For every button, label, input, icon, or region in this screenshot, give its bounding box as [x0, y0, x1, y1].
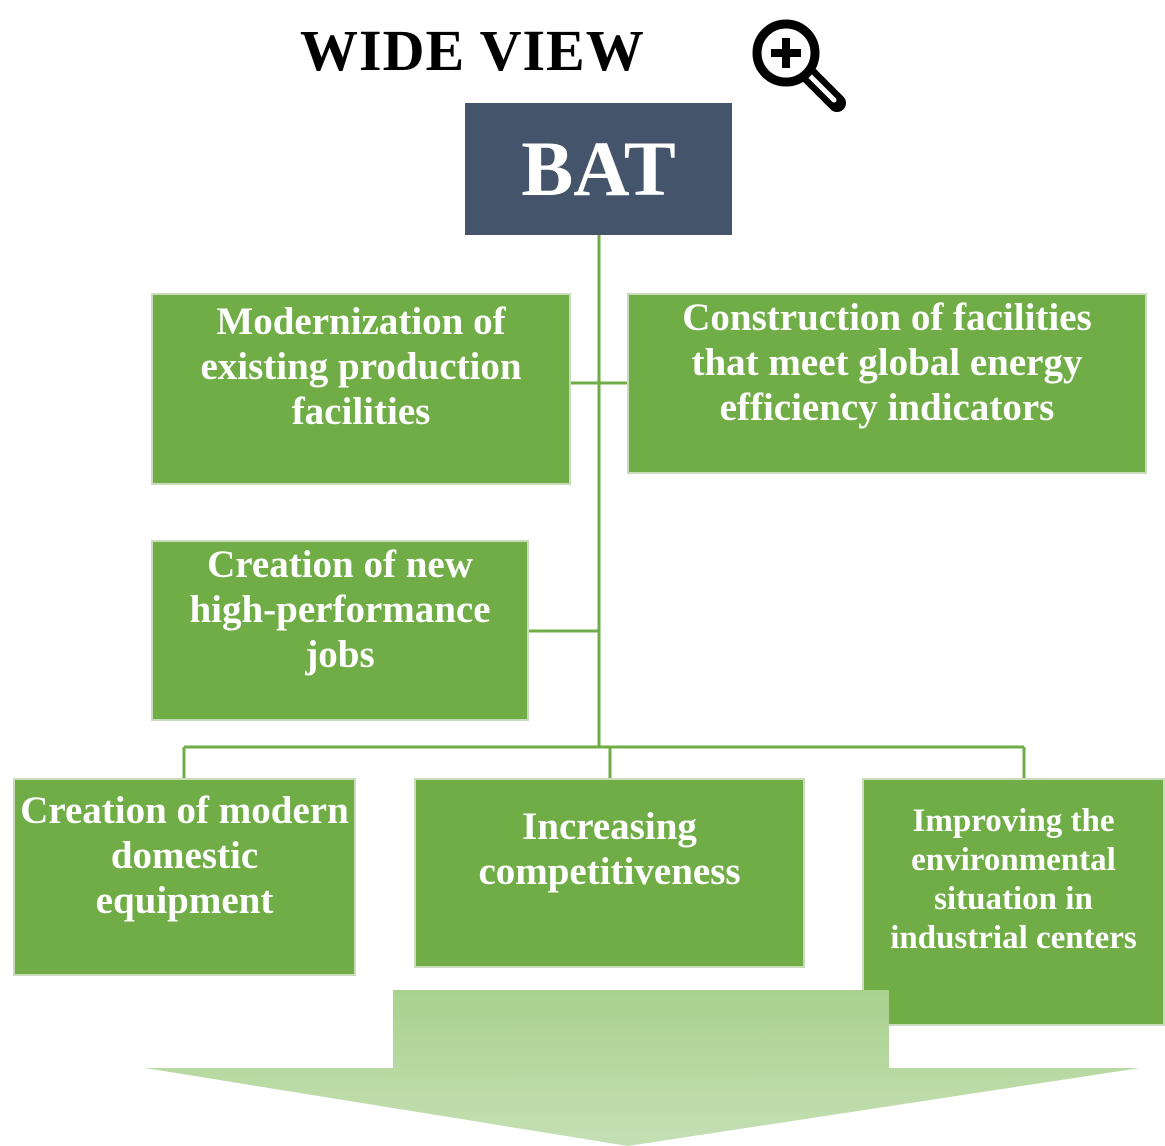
node-jobs: Creation of new high-performance jobs: [151, 540, 529, 721]
node-environment-label: Improving the environmental situation in…: [890, 803, 1137, 956]
node-modernization-label: Modernization of existing production fac…: [200, 300, 522, 433]
root-label: BAT: [521, 125, 676, 212]
node-modernization: Modernization of existing production fac…: [151, 293, 571, 485]
node-environment: Improving the environmental situation in…: [862, 778, 1165, 1026]
node-competitiveness: Increasing competitiveness: [414, 778, 805, 968]
down-arrow-shape: [145, 990, 1140, 1146]
node-construction: Construction of facilities that meet glo…: [627, 293, 1147, 474]
zoom-in-icon[interactable]: [737, 5, 857, 113]
node-equipment: Creation of modern domestic equipment: [13, 778, 356, 976]
root-node: BAT: [465, 103, 732, 235]
page-title: WIDE VIEW: [300, 18, 645, 83]
node-jobs-label: Creation of new high-performance jobs: [189, 543, 491, 676]
node-equipment-label: Creation of modern domestic equipment: [20, 789, 349, 922]
node-construction-label: Construction of facilities that meet glo…: [682, 296, 1092, 429]
node-competitiveness-label: Increasing competitiveness: [478, 805, 741, 893]
